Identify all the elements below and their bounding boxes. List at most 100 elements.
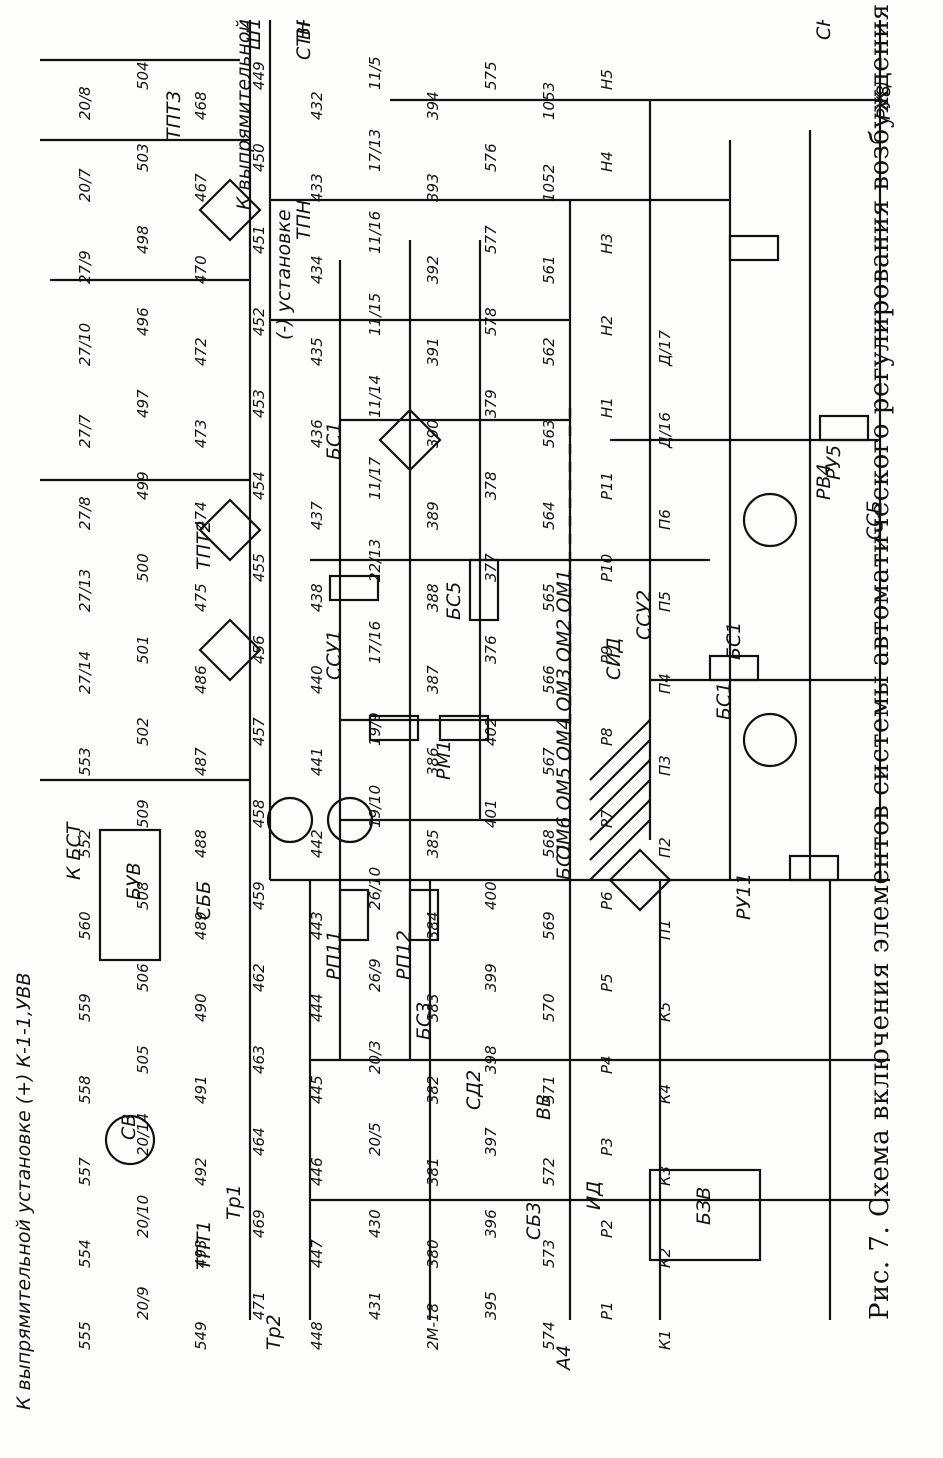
wire-number: К4 [656,1084,674,1104]
wire-number: 2М-18 [424,1303,442,1350]
wire-number: 578 [482,307,500,336]
wire-number: 432 [308,91,326,120]
wire-number: 456 [250,635,268,664]
wire-number: 569 [540,911,558,940]
rectifiers [198,178,672,912]
wire-number: 566 [540,665,558,694]
wire-number: 392 [424,255,442,284]
wire-number: 568 [540,829,558,858]
wire-number: 20/7 [76,168,94,202]
wire-number: Р7 [598,809,616,828]
generator-symbol [104,1114,156,1166]
wire-number: 379 [482,389,500,418]
wire-number: 438 [308,583,326,612]
component-label-sh1: Ш1 [243,20,265,50]
wire-number: 396 [482,1209,500,1238]
wire-number: 394 [424,91,442,120]
wire-number: 26/10 [366,867,384,910]
relay-coil-symbol [338,888,370,942]
wire-number: 571 [540,1075,558,1104]
wire-number: 437 [308,501,326,530]
wire-number: 553 [76,747,94,776]
component-label-tr1: Тр1 [223,1184,245,1220]
component-label-bs1_c: БС1 [713,682,735,720]
wire-number: Р2 [598,1219,616,1238]
component-label-buv: БУВ [123,862,145,900]
component-label-ru5: РУ5 [823,445,845,480]
wire-number: 575 [482,61,500,90]
component-label-sd2: СД2 [463,1070,485,1110]
side-label-rectifier-left: К выпрямительной установке (+) К-1-1,УВВ [13,972,35,1410]
wire-number: 500 [134,553,152,582]
wire-number: 19/10 [366,785,384,828]
component-label-tpt3: ТПТ3 [163,90,185,140]
component-label-tpt1: ТПТ1 [193,1220,215,1270]
wire-number: 400 [482,881,500,910]
component-label-bs5: БС5 [443,582,465,620]
component-label-id: ИД [583,1181,605,1210]
wire-number: Н1 [598,397,616,418]
wire-number: 503 [134,143,152,172]
component-label-bzv: БЗВ [693,1187,715,1225]
wire-number: 488 [192,829,210,858]
component-label-ru8: РУ8 [873,85,895,120]
side-labels: К выпрямительной установке (+) К-1-1,УВВ… [13,20,295,1410]
wire-number: 17/13 [366,129,384,172]
wire-number: 475 [192,583,210,612]
wire-number: 489 [192,911,210,940]
relay-coil-symbol [408,888,440,942]
wire-number-labels: 55555455755855956055255327/1427/1327/827… [76,56,674,1350]
rectifier-bridge-symbol [378,408,442,472]
component-label-snp: СНП [813,20,835,40]
wire-number: 552 [76,829,94,858]
wire-number: П1 [656,919,674,940]
wire-number: Н5 [598,69,616,90]
wire-number: Р1 [598,1301,616,1320]
wire-number: 509 [134,799,152,828]
wire-number: 471 [250,1291,268,1320]
wire-number: П4 [656,673,674,694]
wire-number: 20/10 [134,1195,152,1238]
wire-number: 436 [308,419,326,448]
wire-number: 20/5 [366,1122,384,1156]
wire-number: 27/7 [76,414,94,448]
wire-number: П6 [656,509,674,530]
wire-number: 433 [308,173,326,202]
component-label-rp11: РП11 [323,930,345,980]
wire-number: 386 [424,747,442,776]
wire-number: 567 [540,747,558,776]
wire-number: 389 [424,501,442,530]
wire-number: 26/9 [366,958,384,992]
wire-number: 434 [308,255,326,284]
wire-number: 443 [308,911,326,940]
wire-number: 435 [308,337,326,366]
wire-number: 391 [424,337,442,366]
wire-number: 576 [482,143,500,172]
wire-number: 572 [540,1157,558,1186]
wire-number: П5 [656,591,674,612]
relay-coil-symbol [468,558,500,622]
wire-number: П3 [656,755,674,776]
wire-number: 559 [76,993,94,1022]
wire-number: 27/8 [76,496,94,530]
wire-number: 467 [192,173,210,202]
resistors [98,234,870,1262]
diode-module-symbol [266,796,314,844]
wire-number: 462 [250,963,268,992]
wire-number: 376 [482,635,500,664]
wire-number: Р3 [598,1137,616,1156]
rectifier-bridge-symbol [198,498,262,562]
wire-number: 20/8 [76,86,94,120]
wire-number: 549 [192,1321,210,1350]
wire-number: 472 [192,337,210,366]
wire-number: Н4 [598,151,616,172]
resistor-symbol [328,574,380,602]
wire-number: 564 [540,501,558,530]
wire-number: 452 [250,307,268,336]
wire-number: 449 [250,61,268,90]
wire-number: 384 [424,911,442,940]
wire-number: 473 [192,419,210,448]
component-label-sid: СИД [603,638,625,680]
wire-number: 501 [134,635,152,664]
block-buv-symbol [98,828,162,962]
